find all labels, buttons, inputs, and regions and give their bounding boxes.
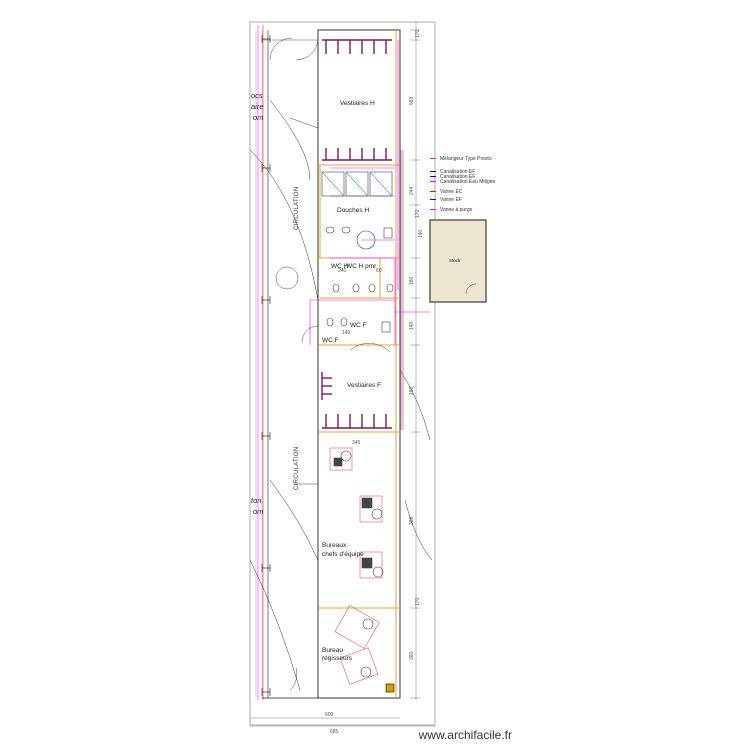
room-label-chefs-equipe: chefs d'équipe [322, 551, 364, 558]
office-furniture [329, 447, 395, 693]
dimension-label: 345 [352, 440, 361, 446]
legend-item-label: Canalisation EF [440, 174, 475, 180]
room-label-wc-h-pmr: WC H pmr [346, 263, 377, 270]
room-label-bureau: Bureau [322, 647, 343, 654]
legend-item-label: Vanne à purge [440, 207, 473, 213]
room-label-wc-f-2: WC F [322, 337, 339, 344]
room-label-wc-f: WC F [350, 322, 367, 329]
dimension-label: 244 [409, 186, 415, 195]
room-label-vestiaires-f: Vestiaires F [347, 382, 381, 389]
dimension-label: 140 [409, 321, 415, 330]
room-label-douches-h: Douches H [337, 207, 369, 214]
door-swings [269, 37, 391, 691]
water-pipes [257, 25, 404, 700]
plan-outer-frame [249, 21, 436, 726]
dimension-label: 170 [415, 29, 421, 38]
dimension-label: 388 [409, 516, 415, 525]
side-label: om [253, 507, 263, 516]
dimension-label: 170 [415, 209, 421, 218]
side-label: aire [251, 102, 264, 111]
legend-item-label: Mélangeur Type Presto [440, 156, 492, 162]
dimension-label: 185 [409, 386, 415, 395]
side-label: ocs [251, 91, 263, 100]
dimension-label: 180 [409, 276, 415, 285]
side-label: ton [251, 496, 261, 505]
legend-item-label: Vanne EC [440, 189, 463, 195]
dimension-label: 140 [342, 330, 351, 336]
column-markers [261, 35, 271, 696]
room-label-vestiaires-h: Vestiaires H [340, 100, 375, 107]
stock-door [465, 283, 477, 295]
room-label-wc-h: WC H [331, 263, 349, 270]
watermark: www.archifacile.fr [418, 728, 512, 742]
dimension-label: 60 [376, 268, 382, 274]
legend-item-label: Canalisation EF [440, 169, 475, 175]
dimension-label: 240 [338, 268, 347, 274]
dimension-label: 170 [415, 597, 421, 606]
dimension-label: 685 [330, 729, 339, 735]
legend-item-label: Canalisation Eau Mitigée [440, 179, 496, 185]
dimension-label: 380 [409, 651, 415, 660]
room-label-bureaux: Bureaux [322, 542, 347, 549]
locker-benches [321, 39, 392, 429]
shower-stalls [321, 171, 393, 197]
reference-arcs [249, 99, 433, 691]
building-walls [255, 29, 401, 699]
corridor-label-top: CIRCULATION [294, 186, 300, 230]
room-label-regisseurs: régisseurs [322, 655, 353, 662]
dimension-label: 563 [409, 96, 415, 105]
corridor-label-bottom: CIRCULATION [294, 446, 300, 490]
room-label-stock: Stock [449, 258, 461, 263]
legend-item-label: Vanne EF [440, 197, 462, 203]
dimension-label: 140 [418, 229, 424, 238]
sanitary-fixtures [325, 226, 394, 333]
stock-room [429, 219, 487, 303]
dimension-lines [250, 22, 435, 727]
interior-partitions [318, 30, 400, 698]
dimension-label: 600 [325, 712, 334, 718]
side-label: om [253, 113, 263, 122]
